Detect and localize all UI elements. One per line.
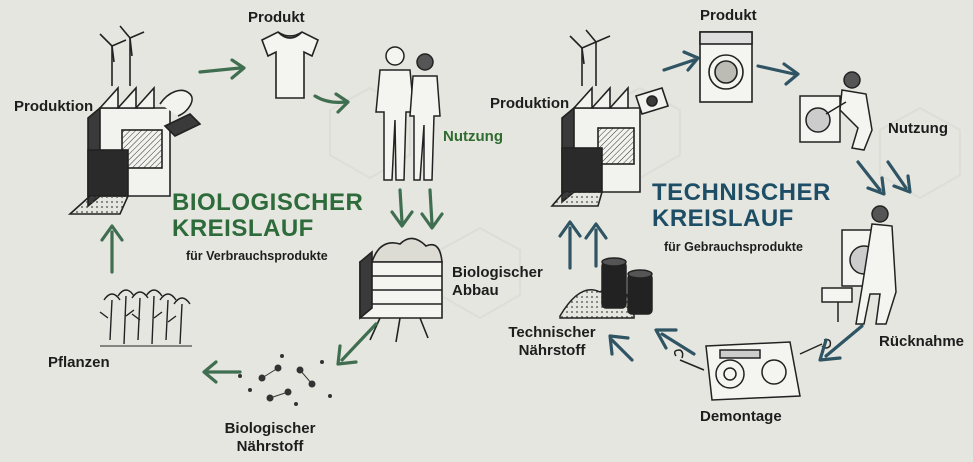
bio-stage-naehrstoff-line1: Biologischer <box>224 420 316 437</box>
bio-stage-abbau-line1: Biologischer <box>452 264 543 281</box>
tech-factory-illustration <box>550 29 670 207</box>
tech-stage-naehrstoff-line2: Nährstoff <box>518 342 586 359</box>
tech-stage-naehrstoff-line1: Technischer <box>508 324 596 341</box>
bio-stage-naehrstoff-line2: Nährstoff <box>236 438 304 455</box>
tech-title-line2: KREISLAUF <box>652 205 794 232</box>
tech-cycle-arrows <box>558 50 912 362</box>
tech-stage-produktion: Produktion <box>490 95 570 112</box>
compost-bin-illustration <box>359 237 443 343</box>
tech-stage-naehrstoff: Technischer Nährstoff <box>500 324 604 360</box>
person-using-machine-illustration <box>799 71 873 151</box>
bio-stage-abbau-line2: Abbau <box>452 282 499 299</box>
washing-machine-product-illustration <box>699 31 753 103</box>
tech-stage-demontage: Demontage <box>700 408 782 425</box>
tech-nutrient-illustration <box>559 257 653 319</box>
bio-stage-produkt: Produkt <box>248 9 305 26</box>
tech-stage-nutzung: Nutzung <box>888 120 948 137</box>
bio-subtitle: für Verbrauchsprodukte <box>186 249 328 263</box>
bio-cycle-arrows <box>100 58 444 384</box>
disassembly-illustration <box>673 338 832 401</box>
tech-subtitle: für Gebrauchsprodukte <box>664 240 803 254</box>
bio-stage-naehrstoff: Biologischer Nährstoff <box>222 420 318 456</box>
bio-stage-nutzung: Nutzung <box>443 128 503 145</box>
bio-title: BIOLOGISCHER KREISLAUF <box>172 190 363 242</box>
tech-title-line1: TECHNISCHER <box>652 179 831 206</box>
tech-stage-ruecknahme: Rücknahme <box>879 333 965 350</box>
plants-illustration <box>99 289 192 347</box>
bio-title-line2: KREISLAUF <box>172 215 314 242</box>
bio-stage-abbau: Biologischer Abbau <box>452 264 543 300</box>
bio-stage-produktion: Produktion <box>14 98 94 115</box>
tech-title: TECHNISCHER KREISLAUF <box>652 180 831 232</box>
tshirt-illustration <box>260 31 320 99</box>
bio-factory-illustration <box>67 25 202 215</box>
people-illustration <box>375 46 441 181</box>
tech-stage-produkt: Produkt <box>700 7 757 24</box>
bio-stage-pflanzen: Pflanzen <box>48 354 110 371</box>
bio-nutrient-illustration <box>238 354 332 406</box>
bio-title-line1: BIOLOGISCHER <box>172 189 364 216</box>
person-returning-machine-illustration <box>821 205 897 325</box>
